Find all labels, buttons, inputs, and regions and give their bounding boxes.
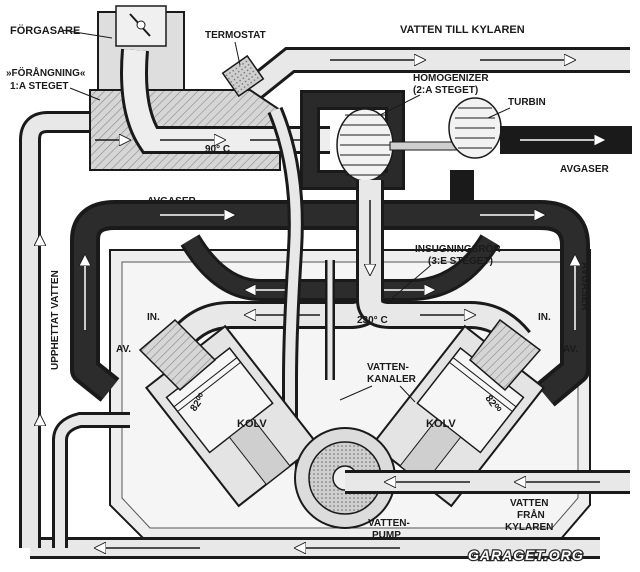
label-avgaser-vertical: AVGASER xyxy=(579,262,590,311)
label-insugningsror-line1: INSUGNINGSRÖR xyxy=(415,242,501,255)
label-vatten-fran-line2: FRÅN xyxy=(517,508,545,521)
homogenizer-loop xyxy=(300,90,405,190)
label-vatten-till-kylaren: VATTEN TILL KYLAREN xyxy=(400,24,525,36)
leader-insugningsror xyxy=(389,265,431,301)
leader-turbin xyxy=(487,107,511,119)
label-avgaser-left: AVGASER xyxy=(147,196,196,207)
label-kolv-right: KOLV xyxy=(426,418,456,430)
cylinder-right xyxy=(371,318,546,508)
leader-vattenkanaler-left xyxy=(339,385,373,401)
leader-homogenizer xyxy=(379,94,421,116)
label-vatten-fran-line1: VATTEN xyxy=(510,498,549,509)
leader-vattenkanaler-right xyxy=(399,385,416,403)
label-forangning-line2: 1:A STEGET xyxy=(10,81,69,92)
cylinder-left xyxy=(138,318,319,508)
label-insugningsror-line2: (3:E STEGET) xyxy=(428,256,493,267)
label-in-left: IN. xyxy=(147,312,160,323)
label-temp-90: 90° C xyxy=(205,144,230,155)
leader-forangning xyxy=(69,87,101,101)
turbine xyxy=(448,97,502,159)
label-av-right: AV. xyxy=(563,344,578,355)
leader-termostat xyxy=(234,41,241,66)
label-avgaser-right: AVGASER xyxy=(560,164,609,175)
label-vattenpump-line1: VATTEN- xyxy=(368,518,410,529)
water-loop xyxy=(19,111,600,559)
label-av-left: AV. xyxy=(116,344,131,355)
label-kolv-left: KOLV xyxy=(237,418,267,430)
thermostat xyxy=(221,54,265,98)
label-vatten-fran-line3: KYLAREN xyxy=(505,522,553,533)
label-homogenizer-line2: (2:A STEGET) xyxy=(413,85,478,96)
label-termostat: TERMOSTAT xyxy=(205,30,266,41)
label-forangning-line1: »FÖRÅNGNING« xyxy=(6,66,86,79)
label-in-right: IN. xyxy=(538,312,551,323)
leader-forgasare xyxy=(61,29,113,39)
water-to-radiator-pipe xyxy=(231,47,630,111)
label-upphettat-vatten: UPPHETTAT VATTEN xyxy=(50,270,61,370)
watermark: GARAGET.ORG xyxy=(468,547,584,563)
label-vattenkanaler-line2: KANALER xyxy=(367,374,417,385)
label-vattenpump-line2: PUMP xyxy=(372,530,401,541)
label-temp-230: 230° C xyxy=(357,315,388,326)
label-homogenizer-line1: HOMOGENIZER xyxy=(413,73,489,84)
label-vattenkanaler-line1: VATTEN- xyxy=(367,362,409,373)
heated-water-riser xyxy=(267,106,304,470)
first-stage-housing xyxy=(89,48,330,171)
exhaust-manifold xyxy=(70,200,590,407)
homogenizer xyxy=(336,108,394,182)
label-forgasare: FÖRGASARE xyxy=(10,24,80,37)
label-turbin: TURBIN xyxy=(508,97,546,108)
